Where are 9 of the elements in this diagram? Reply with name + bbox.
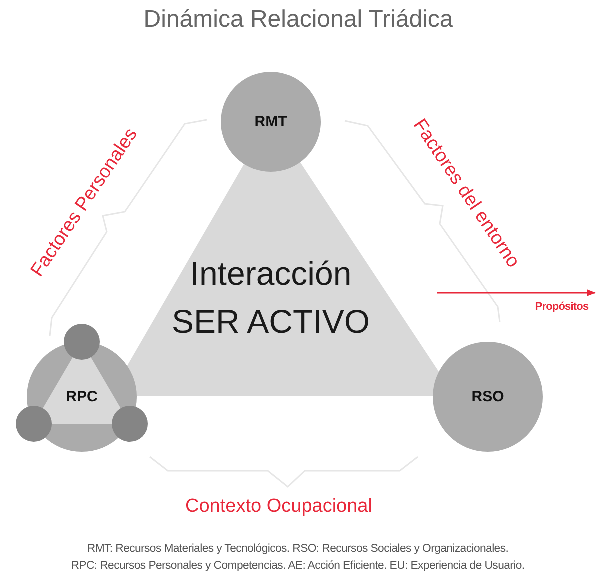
- circle-label: RMT: [254, 114, 288, 130]
- direction-label: Propósitos: [535, 301, 589, 313]
- footnote: RMT: Recursos Materiales y Tecnológicos. RSO: Recursos Sociales y Organizacionales.: [87, 543, 509, 555]
- center-text: Interacción SER ACTIVO: [170, 254, 372, 342]
- footnote: RPC: Recursos Personales y Competencias. AE: Acción Eficiente. EU: Experiencia de Usuario.: [71, 560, 525, 572]
- circle-label: RPC: [66, 388, 98, 406]
- side-label: Contexto Ocupacional: [186, 496, 372, 518]
- title: Dinámica Relacional Triádica: [142, 6, 454, 34]
- circle-label: RSO: [472, 388, 504, 406]
